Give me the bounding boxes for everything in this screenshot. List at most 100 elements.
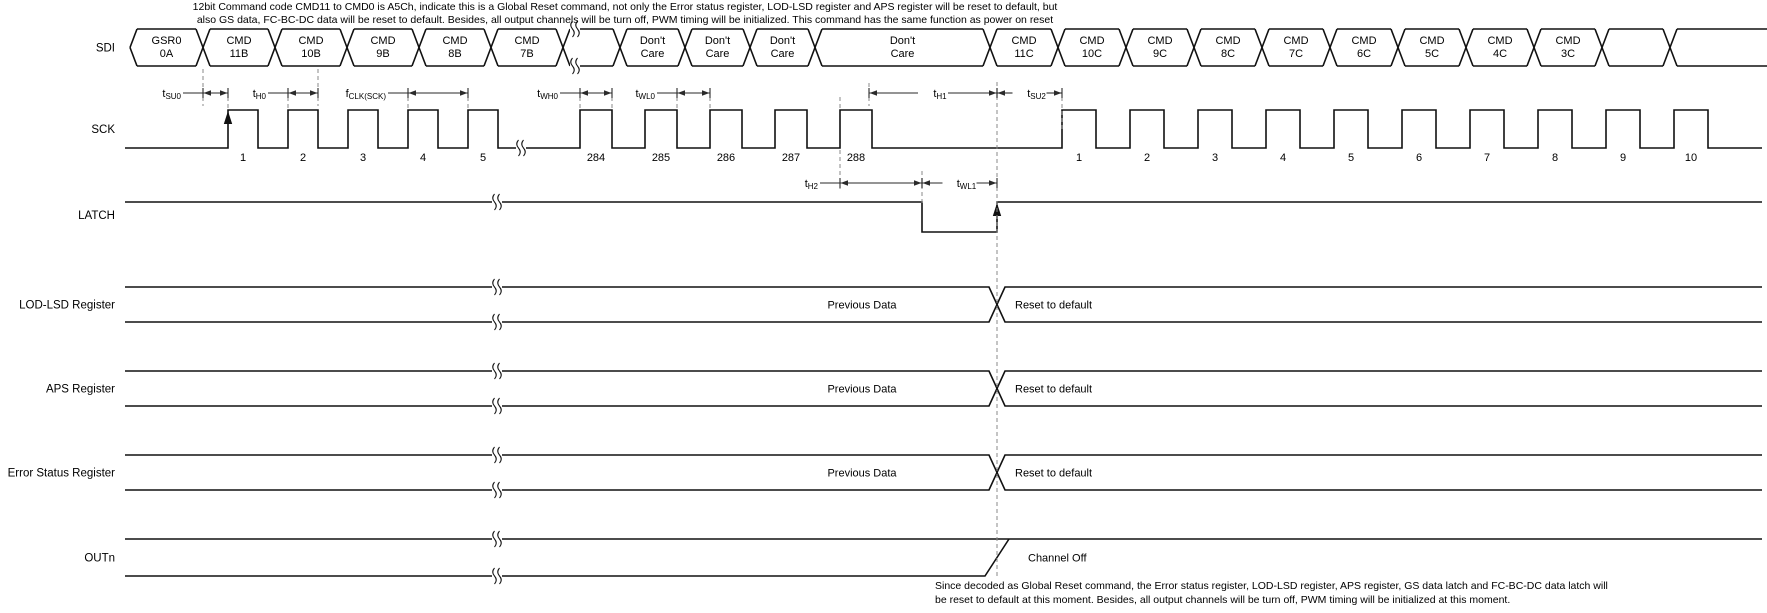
sdi-cell-label: Care [706,48,730,60]
break-mark-mask [516,140,526,156]
sck-clock-number: 8 [1552,152,1558,164]
break-mark-mask [492,314,502,330]
sdi-cell-label: Care [771,48,795,60]
break-mark [516,139,521,157]
register-bus-line [125,454,1762,491]
register-previous-data-label: Previous Data [827,468,897,480]
break-mark [497,313,502,331]
break-mark [497,278,502,296]
sck-clock-number: 1 [1076,152,1082,164]
sdi-cell-label: CMD [1555,35,1580,47]
break-mark [521,139,526,157]
break-mark-mask [492,568,502,584]
break-mark [492,313,497,331]
sdi-cell-label: 10C [1082,48,1102,60]
arrowhead [922,180,930,186]
sdi-cell-edge [129,28,138,48]
break-mark-mask [492,194,502,210]
sdi-cell-label: Don't [890,35,915,47]
latch-waveform: LATCH [78,201,1762,233]
sdi-cell-label: Care [641,48,665,60]
sdi-cell-label: CMD [298,35,323,47]
sdi-cell-label: 11B [230,48,249,60]
arrowhead [203,90,211,96]
sdi-cell-label: 0A [160,48,174,60]
break-mark-mask [492,363,502,379]
sck-clock-number: 5 [1348,152,1354,164]
sck-clock-number: 5 [480,152,486,164]
sck-clock-number: 4 [1280,152,1286,164]
arrowhead [310,90,318,96]
sdi-cell-label: CMD [1147,35,1172,47]
arrowhead [408,90,416,96]
sdi-cell-label: 7B [520,48,533,60]
sck-first-edge-arrow [223,111,233,124]
sdi-cell-label: 9B [376,48,389,60]
sdi-cell-label: CMD [1079,35,1104,47]
break-mark [497,193,502,211]
break-mark-mask [492,482,502,498]
sck-clock-number: 288 [847,152,865,164]
sdi-cell-label: CMD [442,35,467,47]
register-bus-line [125,286,1762,323]
sdi-transition [612,28,628,67]
sck-clock-number: 10 [1685,152,1697,164]
timing-parameter-label: tWH0 [537,88,558,101]
break-mark [492,397,497,415]
sdi-cell-label: Don't [770,35,795,47]
break-mark [497,530,502,548]
sck-clock-number: 2 [300,152,306,164]
top-annotation-line-2: also GS data, FC-BC-DC data will be rese… [196,14,1054,26]
break-mark-mask [492,279,502,295]
sdi-cell-label: Care [891,48,915,60]
sdi-transition [195,28,211,67]
break-mark [497,397,502,415]
arrowhead [702,90,710,96]
break-mark-mask [492,531,502,547]
break-mark-mask [570,21,580,37]
sdi-cell-label: 5C [1425,48,1439,60]
outn-channel-off-label: Channel Off [1028,553,1087,565]
sdi-transition [807,28,823,67]
register-bus-line [125,370,1762,407]
arrowhead [914,180,922,186]
sck-clock-number: 6 [1416,152,1422,164]
latch-trace [125,201,1762,233]
bottom-annotation: Since decoded as Global Reset command, t… [935,579,1765,607]
sdi-transition [411,28,427,67]
timing-parameter-label: tWL0 [635,88,655,101]
sdi-cell-label: 9C [1153,48,1167,60]
sck-clock-number: 9 [1620,152,1626,164]
arrowhead [220,90,228,96]
sdi-cell-label: CMD [1283,35,1308,47]
signal-label-latch: LATCH [78,210,115,222]
break-mark [492,567,497,585]
sdi-transition [1322,28,1338,67]
sck-clock-number: 3 [360,152,366,164]
sdi-cell-label: CMD [1215,35,1240,47]
break-mark [497,362,502,380]
sdi-cell-label: 8B [448,48,461,60]
register-bus-line [125,370,1762,407]
register-bus-line [125,286,1762,323]
break-mark [492,446,497,464]
sdi-cell-label: CMD [1487,35,1512,47]
sdi-cell-label: 10B [301,48,321,60]
timing-parameter-label: tH2 [805,178,819,191]
sdi-cell-label: 11C [1014,48,1033,60]
sdi-cell-label: 8C [1221,48,1235,60]
break-mark [497,481,502,499]
break-mark-mask [492,398,502,414]
arrowhead [677,90,685,96]
sck-clock-number: 1 [240,152,246,164]
arrowhead [869,90,877,96]
break-mark [575,20,580,38]
register-reset-label: Reset to default [1015,300,1092,312]
sck-clock-number: 2 [1144,152,1150,164]
sdi-cell-label: 6C [1357,48,1371,60]
sck-clock-number: 4 [420,152,426,164]
